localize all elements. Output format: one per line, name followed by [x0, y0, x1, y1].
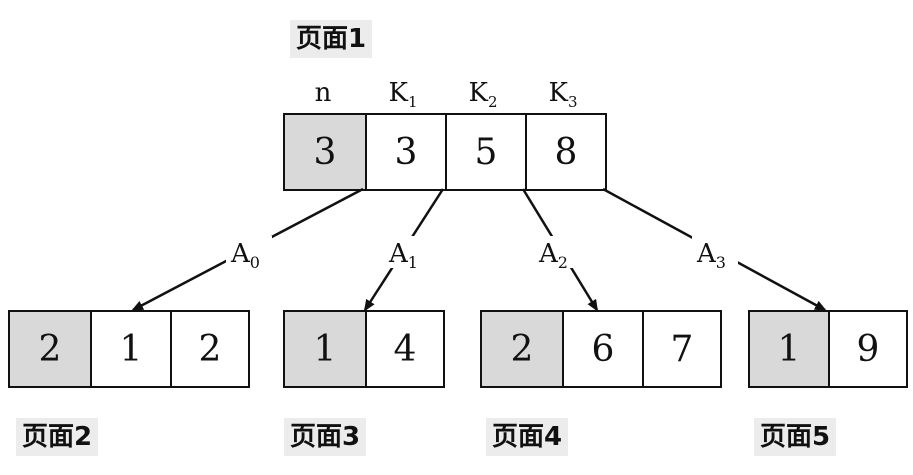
- pointer-label-bg-a3: [692, 236, 738, 268]
- child-key-cell: 1: [90, 312, 170, 386]
- header-k3: K3: [548, 78, 578, 112]
- header-k2: K2: [468, 78, 498, 112]
- child-key-cell: 6: [562, 312, 642, 386]
- pointer-label-bg-a0: [226, 236, 272, 268]
- header-n: n: [314, 78, 332, 108]
- child-count-cell: 2: [10, 312, 90, 386]
- child-page-label-page3: 页面3: [284, 418, 367, 456]
- child-key-cell: 7: [642, 312, 720, 386]
- header-k1: K1: [388, 78, 418, 112]
- pointer-label-a1: A1: [388, 239, 418, 272]
- child-key-cell: 4: [365, 312, 443, 386]
- pointer-label-a0: A0: [230, 239, 260, 272]
- child-page-label-page5: 页面5: [754, 418, 837, 456]
- child-count-cell: 1: [750, 312, 828, 386]
- child-node-page4: 2 6 7: [480, 310, 722, 388]
- root-key-cell: 5: [445, 115, 525, 189]
- child-count-cell: 2: [482, 312, 562, 386]
- child-count-cell: 1: [285, 312, 365, 386]
- child-page-label-page2: 页面2: [16, 418, 99, 456]
- pointer-label-a2: A2: [538, 239, 568, 272]
- root-key-cell: 3: [365, 115, 445, 189]
- root-count-cell: 3: [285, 115, 365, 189]
- child-node-page3: 1 4: [283, 310, 445, 388]
- root-page-label: 页面1: [290, 20, 373, 58]
- root-node: 3 3 5 8: [283, 113, 607, 191]
- pointer-label-a3: A3: [696, 239, 726, 272]
- child-node-page5: 1 9: [748, 310, 908, 388]
- pointer-label-bg-a2: [534, 236, 580, 268]
- pointer-label-bg-a1: [384, 236, 430, 268]
- child-node-page2: 2 1 2: [8, 310, 250, 388]
- child-page-label-page4: 页面4: [486, 418, 569, 456]
- child-key-cell: 2: [170, 312, 248, 386]
- root-key-cell: 8: [525, 115, 605, 189]
- child-key-cell: 9: [828, 312, 906, 386]
